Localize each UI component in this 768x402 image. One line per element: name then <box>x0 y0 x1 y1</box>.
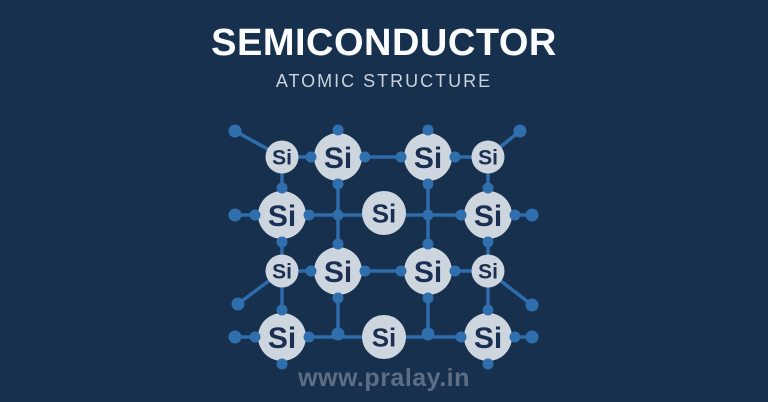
si-atom-label: Si <box>372 198 397 228</box>
electron-dot <box>228 330 242 344</box>
electron-dot <box>422 124 434 136</box>
page-title: SEMICONDUCTOR <box>211 22 557 64</box>
electron-dot <box>482 236 494 248</box>
si-atom-label: Si <box>268 200 296 233</box>
si-atom-label: Si <box>268 322 296 355</box>
electron-dot <box>525 298 539 312</box>
electron-dot <box>422 178 434 190</box>
electron-dot <box>455 331 467 343</box>
electron-dot <box>395 151 407 163</box>
electron-dot <box>276 236 288 248</box>
electron-dot <box>449 265 461 277</box>
si-atom-label: Si <box>478 147 498 170</box>
si-atom-large <box>464 191 512 239</box>
electron-dot <box>395 265 407 277</box>
electron-dot <box>332 178 344 190</box>
electron-dot <box>228 208 242 222</box>
si-atom-large <box>464 313 512 361</box>
electron-dot <box>332 124 344 136</box>
electron-dot <box>332 238 344 250</box>
electron-dot <box>482 358 494 370</box>
si-atom-label: Si <box>272 147 292 170</box>
si-atom-large <box>404 247 452 295</box>
si-atom-label: Si <box>324 256 352 289</box>
si-atom-label: Si <box>474 200 502 233</box>
electron-dot <box>422 209 434 221</box>
si-atom-large <box>314 133 362 181</box>
electron-dot <box>449 151 461 163</box>
si-atom-large <box>258 191 306 239</box>
electron-dot <box>482 182 494 194</box>
si-atom-medium <box>362 315 406 359</box>
electron-dot <box>482 304 494 316</box>
electron-dot <box>332 292 344 304</box>
si-atom-medium <box>362 191 406 235</box>
si-atom-large <box>258 313 306 361</box>
electron-dot <box>228 124 242 138</box>
electron-dot <box>332 209 344 221</box>
si-atom-small <box>471 140 505 174</box>
electron-dot <box>513 124 527 138</box>
si-atom-label: Si <box>372 322 397 352</box>
si-atom-label: Si <box>414 256 442 289</box>
si-atom-small <box>265 254 299 288</box>
electron-dots <box>228 124 539 370</box>
si-atom-label: Si <box>272 261 292 284</box>
electron-dot <box>276 304 288 316</box>
si-atom-small <box>265 140 299 174</box>
electron-dot <box>249 209 261 221</box>
electron-dot <box>305 151 317 163</box>
electron-dot <box>305 265 317 277</box>
si-atom-label: Si <box>474 322 502 355</box>
electron-dot <box>422 238 434 250</box>
si-atom-label: Si <box>324 142 352 175</box>
electron-dot <box>359 265 371 277</box>
electron-dot <box>303 209 315 221</box>
electron-dot <box>421 327 435 341</box>
si-atom-label: Si <box>478 261 498 284</box>
electron-dot <box>455 209 467 221</box>
electron-dot <box>525 330 539 344</box>
electron-dot <box>525 208 539 222</box>
si-atom-large <box>314 247 362 295</box>
si-atom-large <box>404 133 452 181</box>
electron-dot <box>231 297 245 311</box>
page-subtitle: ATOMIC STRUCTURE <box>275 71 493 91</box>
electron-dot <box>509 331 521 343</box>
electron-dot <box>249 331 261 343</box>
electron-dot <box>331 327 345 341</box>
electron-dot <box>509 209 521 221</box>
electron-dot <box>276 358 288 370</box>
watermark: www.pralay.in <box>298 364 470 392</box>
electron-dot <box>359 151 371 163</box>
si-atom-label: Si <box>414 142 442 175</box>
electron-dot <box>422 292 434 304</box>
electron-dot <box>303 331 315 343</box>
si-atom-small <box>471 254 505 288</box>
electron-dot <box>276 182 288 194</box>
